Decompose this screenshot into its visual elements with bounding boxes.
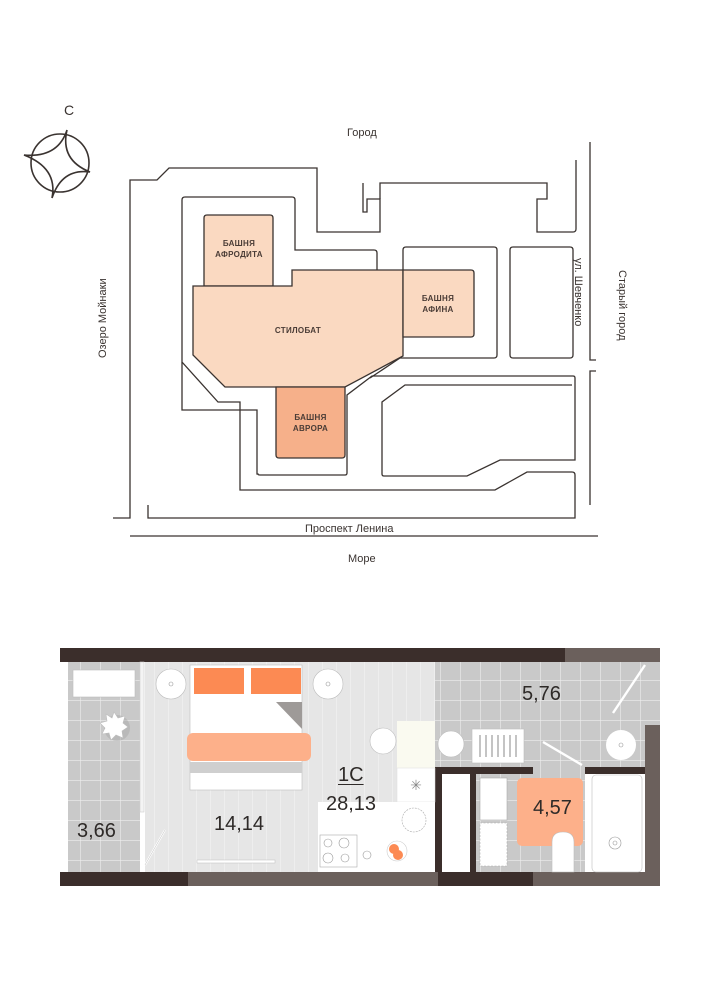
hall-round-table <box>606 730 636 760</box>
building-avrora <box>275 386 346 459</box>
hall-pouf <box>437 730 465 758</box>
label-prospekt-lenina: Проспект Ленина <box>305 523 394 535</box>
wall-top-right <box>565 648 660 662</box>
cooktop-icon <box>319 834 358 868</box>
toilet-icon <box>551 831 575 873</box>
area-living: 14,14 <box>214 813 265 835</box>
tv-stand <box>196 859 276 864</box>
compass-icon <box>23 129 91 199</box>
closet <box>445 774 467 872</box>
balcony-bench <box>72 669 136 698</box>
area-hall: 5,76 <box>522 683 561 705</box>
wall-top-dark <box>60 648 565 662</box>
wall-hall-bath-right <box>585 767 645 774</box>
site-roads <box>113 142 598 537</box>
site-plan <box>23 129 598 537</box>
building-afrodita-label: БАШНЯ АФРОДИТА <box>204 238 274 260</box>
entry-door <box>612 664 646 714</box>
area-bathroom: 4,57 <box>533 797 572 819</box>
wall-bottom-left <box>60 872 188 886</box>
wall-bottom-mid <box>188 872 438 886</box>
door-swing <box>542 740 583 767</box>
bathtub-icon <box>591 774 643 873</box>
plant-icon <box>99 711 130 741</box>
living-floor <box>145 662 435 872</box>
label-bottom-more: Море <box>348 553 376 565</box>
building-afrodita-line1: БАШНЯ <box>222 239 256 248</box>
site-buildings <box>192 214 475 459</box>
building-stilobat <box>192 269 404 388</box>
building-afina <box>402 269 475 338</box>
wall-closet-left <box>435 767 442 872</box>
balcony-window <box>139 661 145 813</box>
building-afrodita-line2: АФРОДИТА <box>215 250 263 259</box>
wall-right <box>645 725 660 872</box>
building-afrodita <box>203 214 274 287</box>
building-stilobat-line1: СТИЛОБАТ <box>274 326 322 335</box>
building-avrora-line2: АВРОРА <box>292 424 329 433</box>
kitchen-counter-top <box>397 721 435 768</box>
chair-round <box>369 727 397 755</box>
building-avrora-label: БАШНЯ АВРОРА <box>276 412 345 434</box>
wall-bottom-right <box>533 872 660 886</box>
label-top-gorod: Город <box>347 127 377 139</box>
building-avrora-line1: БАШНЯ <box>294 413 327 422</box>
hall-floor <box>435 662 660 767</box>
label-street-shevchenko: ул. Шевченко <box>572 258 584 327</box>
building-afina-line1: БАШНЯ <box>421 294 455 303</box>
building-afina-label: БАШНЯ АФИНА <box>403 293 473 315</box>
bed <box>187 664 311 791</box>
shoe-rack <box>471 728 525 764</box>
wall-hall-bath-left <box>435 767 533 774</box>
apartment-total-area: 28,13 <box>326 793 377 815</box>
compass-north-label: С <box>64 102 75 118</box>
label-right-stary-gorod: Старый город <box>616 270 628 341</box>
wall-bottom-dark <box>438 872 533 886</box>
apartment-type: 1С <box>338 764 364 786</box>
building-stilobat-label: СТИЛОБАТ <box>258 325 338 336</box>
sink-icon: ✳ <box>410 778 422 794</box>
nightstand-lamp-right <box>312 668 344 700</box>
label-left-ozero: Озеро Мойнаки <box>97 278 109 358</box>
building-afina-line2: АФИНА <box>422 305 454 314</box>
area-balcony: 3,66 <box>77 820 116 842</box>
nightstand-lamp-left <box>155 668 187 700</box>
wall-closet-right <box>470 767 476 872</box>
washer-icon <box>479 777 508 821</box>
